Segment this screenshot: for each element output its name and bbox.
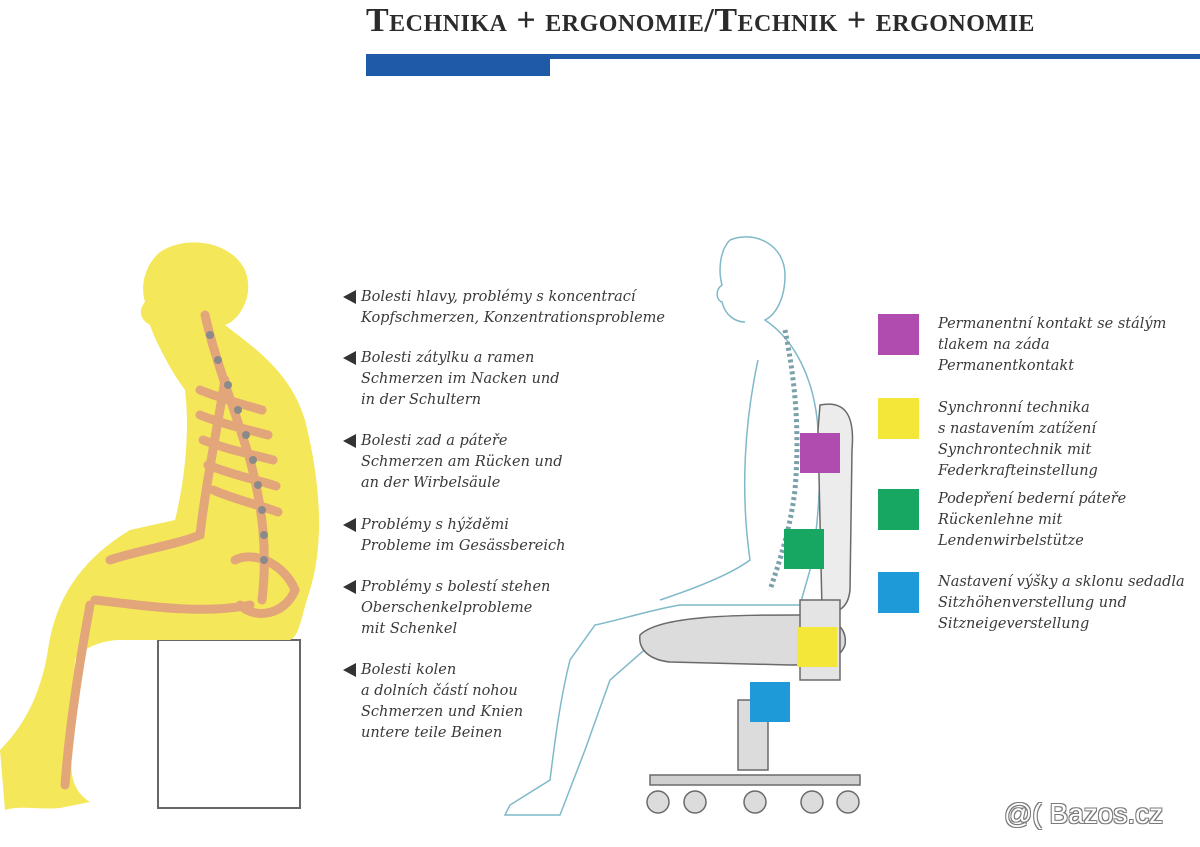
annotation-line: mit Schenkel: [361, 621, 458, 637]
stool: [157, 639, 301, 809]
annotation-thighs: Problémy s bolestí stehen Oberschenkelpr…: [343, 577, 550, 640]
legend-line: Rückenlehne mit: [938, 512, 1063, 528]
legend-line: Podepření bederní páteře: [938, 491, 1127, 507]
arrow-left-icon: [343, 434, 356, 448]
thigh-bone: [90, 595, 255, 614]
person-outline: [503, 236, 821, 816]
marker-blue: [750, 682, 790, 722]
marker-green: [784, 529, 824, 569]
legend-line: Sitzneigeverstellung: [938, 616, 1090, 632]
legend-line: Synchronní technika: [938, 400, 1090, 416]
legend-line: Nastavení výšky a sklonu sedadla: [938, 574, 1185, 590]
annotation-buttocks: Problémy s hýžděmi Probleme im Gesässber…: [343, 515, 565, 557]
annotation-line: Schmerzen und Knien: [361, 704, 524, 720]
legend-permanent-contact: Permanentní kontakt se stálým tlakem na …: [878, 314, 1166, 377]
page-title: Technika + ergonomie/Technik + ergonomie: [366, 2, 1035, 39]
rib: [195, 385, 267, 415]
legend-swatch-green: [878, 489, 919, 530]
pelvis: [230, 552, 300, 618]
chair-wheel: [836, 790, 860, 814]
chair-wheel: [683, 790, 707, 814]
legend-line: Synchrontechnik mit: [938, 442, 1092, 458]
rib: [208, 485, 283, 517]
legend-swatch-yellow: [878, 398, 919, 439]
annotation-head: Bolesti hlavy, problémy s koncentrací Ko…: [343, 287, 665, 329]
legend-line: Federkrafteinstellung: [938, 463, 1098, 479]
shin-bone: [60, 600, 95, 790]
annotation-line: Problémy s bolestí stehen: [361, 579, 551, 595]
annotation-line: Bolesti kolen: [361, 662, 457, 678]
annotation-line: Schmerzen im Nacken und: [361, 371, 560, 387]
legend-line: Lendenwirbelstütze: [938, 533, 1084, 549]
marker-yellow: [797, 627, 837, 667]
ergonomic-chair-illustration: [503, 236, 861, 816]
annotation-line: a dolních částí nohou: [361, 683, 518, 699]
legend-line: Sitzhöhenverstellung und: [938, 595, 1127, 611]
legend-line: tlakem na záda: [938, 337, 1050, 353]
rib: [203, 460, 281, 491]
annotation-line: Oberschenkelprobleme: [361, 600, 533, 616]
annotation-line: Bolesti hlavy, problémy s koncentrací: [361, 289, 636, 305]
legend-swatch-blue: [878, 572, 919, 613]
annotation-neck: Bolesti zátylku a ramen Schmerzen im Nac…: [343, 348, 560, 411]
annotation-line: Problémy s hýžděmi: [361, 517, 509, 533]
legend-line: Permanentní kontakt se stálým: [938, 316, 1167, 332]
annotation-line: untere teile Beinen: [361, 725, 503, 741]
chair-wheel: [743, 790, 767, 814]
legend-seat-height: Nastavení výšky a sklonu sedadla Sitzhöh…: [878, 572, 1185, 635]
annotation-line: an der Wirbelsäule: [361, 475, 501, 491]
annotation-line: Probleme im Gesässbereich: [361, 538, 566, 554]
legend-line: Permanentkontakt: [938, 358, 1075, 374]
marker-purple: [800, 433, 840, 473]
poor-posture-illustration: [0, 242, 320, 810]
arm-bone: [105, 375, 230, 565]
body-silhouette: [0, 242, 320, 810]
annotation-knees: Bolesti kolen a dolních částí nohou Schm…: [343, 660, 523, 744]
annotation-line: in der Schultern: [361, 392, 482, 408]
arrow-left-icon: [343, 580, 356, 594]
chair-wheel: [646, 790, 670, 814]
title-bar-thin: [550, 54, 1200, 59]
annotation-line: Bolesti zad a páteře: [361, 433, 508, 449]
rib: [195, 410, 273, 440]
chair: [639, 403, 861, 814]
annotation-line: Kopfschmerzen, Konzentrationsprobleme: [361, 310, 665, 326]
legend-lumbar: Podepření bederní páteře Rückenlehne mit…: [878, 489, 1126, 552]
chair-base: [649, 774, 861, 786]
legend-line: s nastavením zatížení: [938, 421, 1096, 437]
arrow-left-icon: [343, 290, 356, 304]
arrow-left-icon: [343, 518, 356, 532]
rib: [198, 435, 278, 465]
arrow-left-icon: [343, 351, 356, 365]
annotation-line: Bolesti zátylku a ramen: [361, 350, 535, 366]
chair-seat: [639, 614, 846, 666]
title-bar-thick: [366, 54, 550, 76]
spine-outline: [767, 329, 800, 591]
arrow-left-icon: [343, 663, 356, 677]
legend-synchron: Synchronní technika s nastavením zatížen…: [878, 398, 1098, 482]
annotation-back: Bolesti zad a páteře Schmerzen am Rücken…: [343, 431, 562, 494]
annotation-line: Schmerzen am Rücken und: [361, 454, 563, 470]
chair-wheel: [800, 790, 824, 814]
legend-swatch-purple: [878, 314, 919, 355]
watermark-logo: @( Bazos.cz: [1004, 798, 1164, 829]
